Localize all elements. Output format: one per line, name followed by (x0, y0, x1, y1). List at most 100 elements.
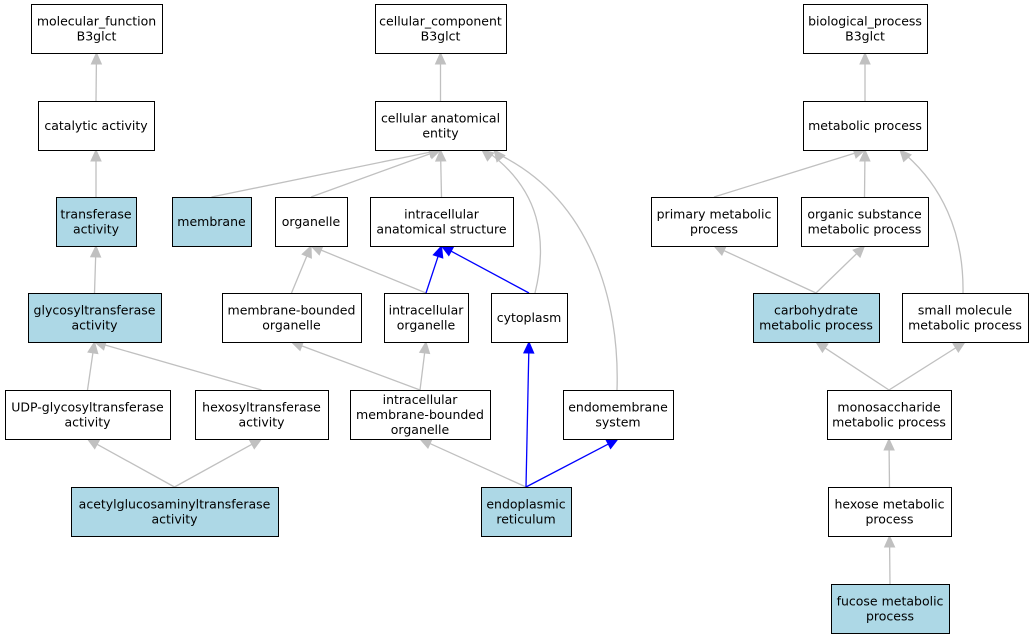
edge-line (429, 442, 527, 488)
node-catalytic-activity[interactable]: catalytic activity (38, 101, 155, 151)
edge-arrowhead (852, 245, 866, 259)
node-label-line: intracellular (389, 303, 465, 318)
edge-intracellular-anatomical-structure-to-cellular-anatomical-entity (434, 148, 447, 198)
node-label-line: acetylglucosaminyltransferase (79, 497, 271, 512)
edge-line (419, 352, 426, 391)
edge-transferase-activity-to-catalytic-activity (90, 148, 102, 197)
edge-line (174, 443, 253, 488)
edge-arrowhead (605, 438, 620, 450)
node-label-line: membrane-bounded (356, 407, 484, 422)
edge-carbohydrate-metabolic-process-to-organic-substance-metabolic-process (815, 245, 866, 294)
edge-line (815, 253, 858, 294)
edge-line (440, 160, 443, 198)
edge-line (425, 256, 439, 294)
node-box (350, 390, 491, 440)
edge-arrowhead (248, 438, 263, 450)
node-cytoplasm[interactable]: cytoplasm (491, 293, 568, 343)
edge-arrowhead (493, 149, 506, 163)
node-label-line: glycosyltransferase (34, 303, 156, 318)
edge-udp-glycosyltransferase-activity-to-glycosyltransferase-activity (86, 340, 99, 391)
node-label-line: metabolic process (832, 415, 946, 430)
node-label-line: endoplasmic (486, 497, 565, 512)
node-label-line: metabolic process (808, 118, 922, 133)
node-box (801, 197, 929, 247)
node-label-line: metabolic process (908, 318, 1022, 333)
node-label-line: activity (71, 318, 118, 333)
edge-arrowhead (301, 244, 312, 259)
node-label-line: hexosyltransferase (202, 400, 321, 415)
edge-arrowhead (432, 244, 444, 259)
edge-arrowhead (90, 51, 103, 65)
edge-intracellular-organelle-to-organelle (309, 245, 427, 294)
node-label-line: cellular_component (379, 14, 502, 29)
edge-endoplasmic-reticulum-to-cytoplasm (522, 340, 535, 488)
edge-carbohydrate-metabolic-process-to-primary-metabolic-process (712, 245, 817, 294)
edge-line (96, 443, 175, 488)
node-box (195, 390, 329, 440)
node-label-line: organelle (262, 318, 321, 333)
node-membrane[interactable]: membrane (172, 197, 252, 247)
edge-acetylglucosaminyltransferase-activity-to-udp-glycosyltransferase-activity (86, 438, 175, 488)
edge-arrowhead (859, 148, 871, 162)
node-label-line: cellular anatomical (381, 111, 500, 126)
node-box (56, 197, 137, 247)
edge-line (310, 153, 431, 198)
node-organelle[interactable]: organelle (275, 197, 348, 247)
edge-line (487, 151, 542, 294)
node-label-line: organelle (391, 422, 450, 437)
node-label-line: activity (151, 512, 198, 527)
edge-arrowhead (418, 438, 433, 450)
edge-line (301, 345, 421, 391)
node-metabolic-process[interactable]: metabolic process (803, 101, 928, 151)
edge-line (499, 154, 618, 391)
node-box (753, 293, 880, 343)
edge-arrowhead (89, 244, 102, 258)
edge-metabolic-process-to-biological-process (859, 51, 871, 101)
node-box (828, 487, 952, 537)
node-box (902, 293, 1029, 343)
edge-endomembrane-system-to-cellular-anatomical-entity (493, 149, 618, 391)
edge-intracellular-membrane-bounded-organelle-to-membrane-bounded-organelle (290, 340, 421, 391)
node-box (375, 4, 507, 54)
edge-line (905, 154, 964, 294)
node-box (384, 293, 469, 343)
node-label-line: UDP-glycosyltransferase (11, 400, 164, 415)
node-box (803, 101, 928, 151)
edge-cytoplasm-to-cellular-anatomical-entity (481, 149, 542, 294)
node-label-line: B3glct (77, 29, 117, 44)
node-label-line: organelle (397, 318, 456, 333)
node-box (71, 487, 279, 537)
node-label-line: activity (64, 415, 111, 430)
edge-line (290, 255, 308, 294)
edge-arrowhead (883, 437, 895, 451)
node-label-line: monosaccharide (837, 400, 940, 415)
node-label-line: intracellular (404, 207, 480, 222)
node-label-line: process (865, 512, 913, 527)
edge-organelle-to-cellular-anatomical-entity (310, 148, 442, 198)
node-label-line: biological_process (808, 14, 922, 29)
edge-arrowhead (522, 340, 535, 354)
